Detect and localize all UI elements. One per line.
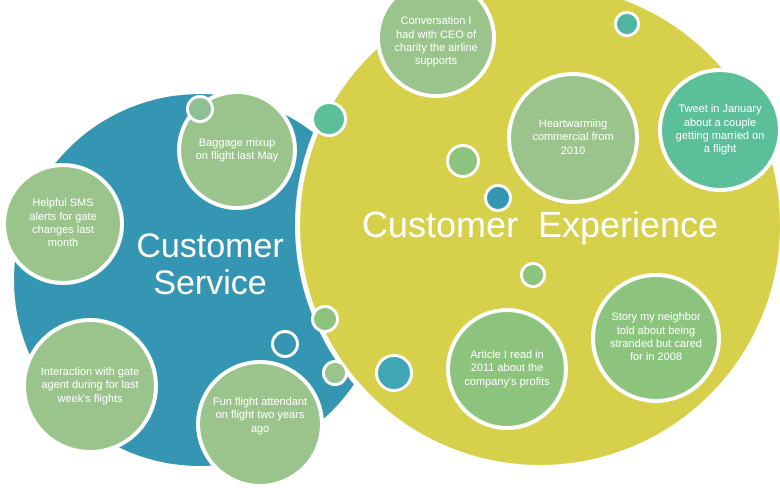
item-tweet-text: Tweet in January about a couple getting … (675, 103, 765, 156)
customer-service-title-line1: Customer (136, 227, 284, 265)
decor-dot (186, 95, 214, 123)
item-gate-agent: Interaction with gate agent during for l… (22, 318, 158, 454)
customer-service-title: Customer Service (120, 227, 300, 303)
item-tweet: Tweet in January about a couple getting … (658, 68, 780, 192)
decor-dot (484, 184, 512, 212)
item-neighbor: Story my neighbor told about being stran… (591, 273, 721, 403)
item-neighbor-text: Story my neighbor told about being stran… (610, 311, 702, 364)
item-gate-agent-text: Interaction with gate agent during for l… (40, 365, 140, 405)
item-attendant: Fun flight attendant on flight two years… (196, 360, 324, 488)
decor-dot (375, 354, 413, 392)
item-article-text: Article I read in 2011 about the company… (464, 348, 550, 388)
customer-service-title-line2: Service (153, 264, 267, 303)
item-baggage: Baggage mixup on flight last May (177, 90, 297, 210)
decor-dot (322, 360, 348, 386)
decor-dot (446, 144, 480, 178)
decor-dot (271, 330, 299, 358)
decor-dot (520, 262, 546, 288)
item-article: Article I read in 2011 about the company… (446, 308, 568, 430)
item-conversation-text: Conversation I had with CEO of charity t… (394, 15, 478, 68)
item-baggage-text: Baggage mixup on flight last May (195, 136, 279, 162)
item-commercial: Heartwarming commercial from 2010 (507, 72, 639, 204)
item-sms: Helpful SMS alerts for gate changes last… (2, 163, 124, 285)
item-sms-text: Helpful SMS alerts for gate changes last… (29, 197, 97, 250)
decor-dot (614, 11, 640, 37)
decor-dot (311, 305, 339, 333)
customer-experience-title: Customer Experience (361, 204, 719, 245)
item-attendant-text: Fun flight attendant on flight two years… (212, 395, 308, 435)
item-commercial-text: Heartwarming commercial from 2010 (532, 117, 614, 157)
item-conversation: Conversation I had with CEO of charity t… (376, 0, 496, 98)
decor-dot (311, 101, 347, 137)
